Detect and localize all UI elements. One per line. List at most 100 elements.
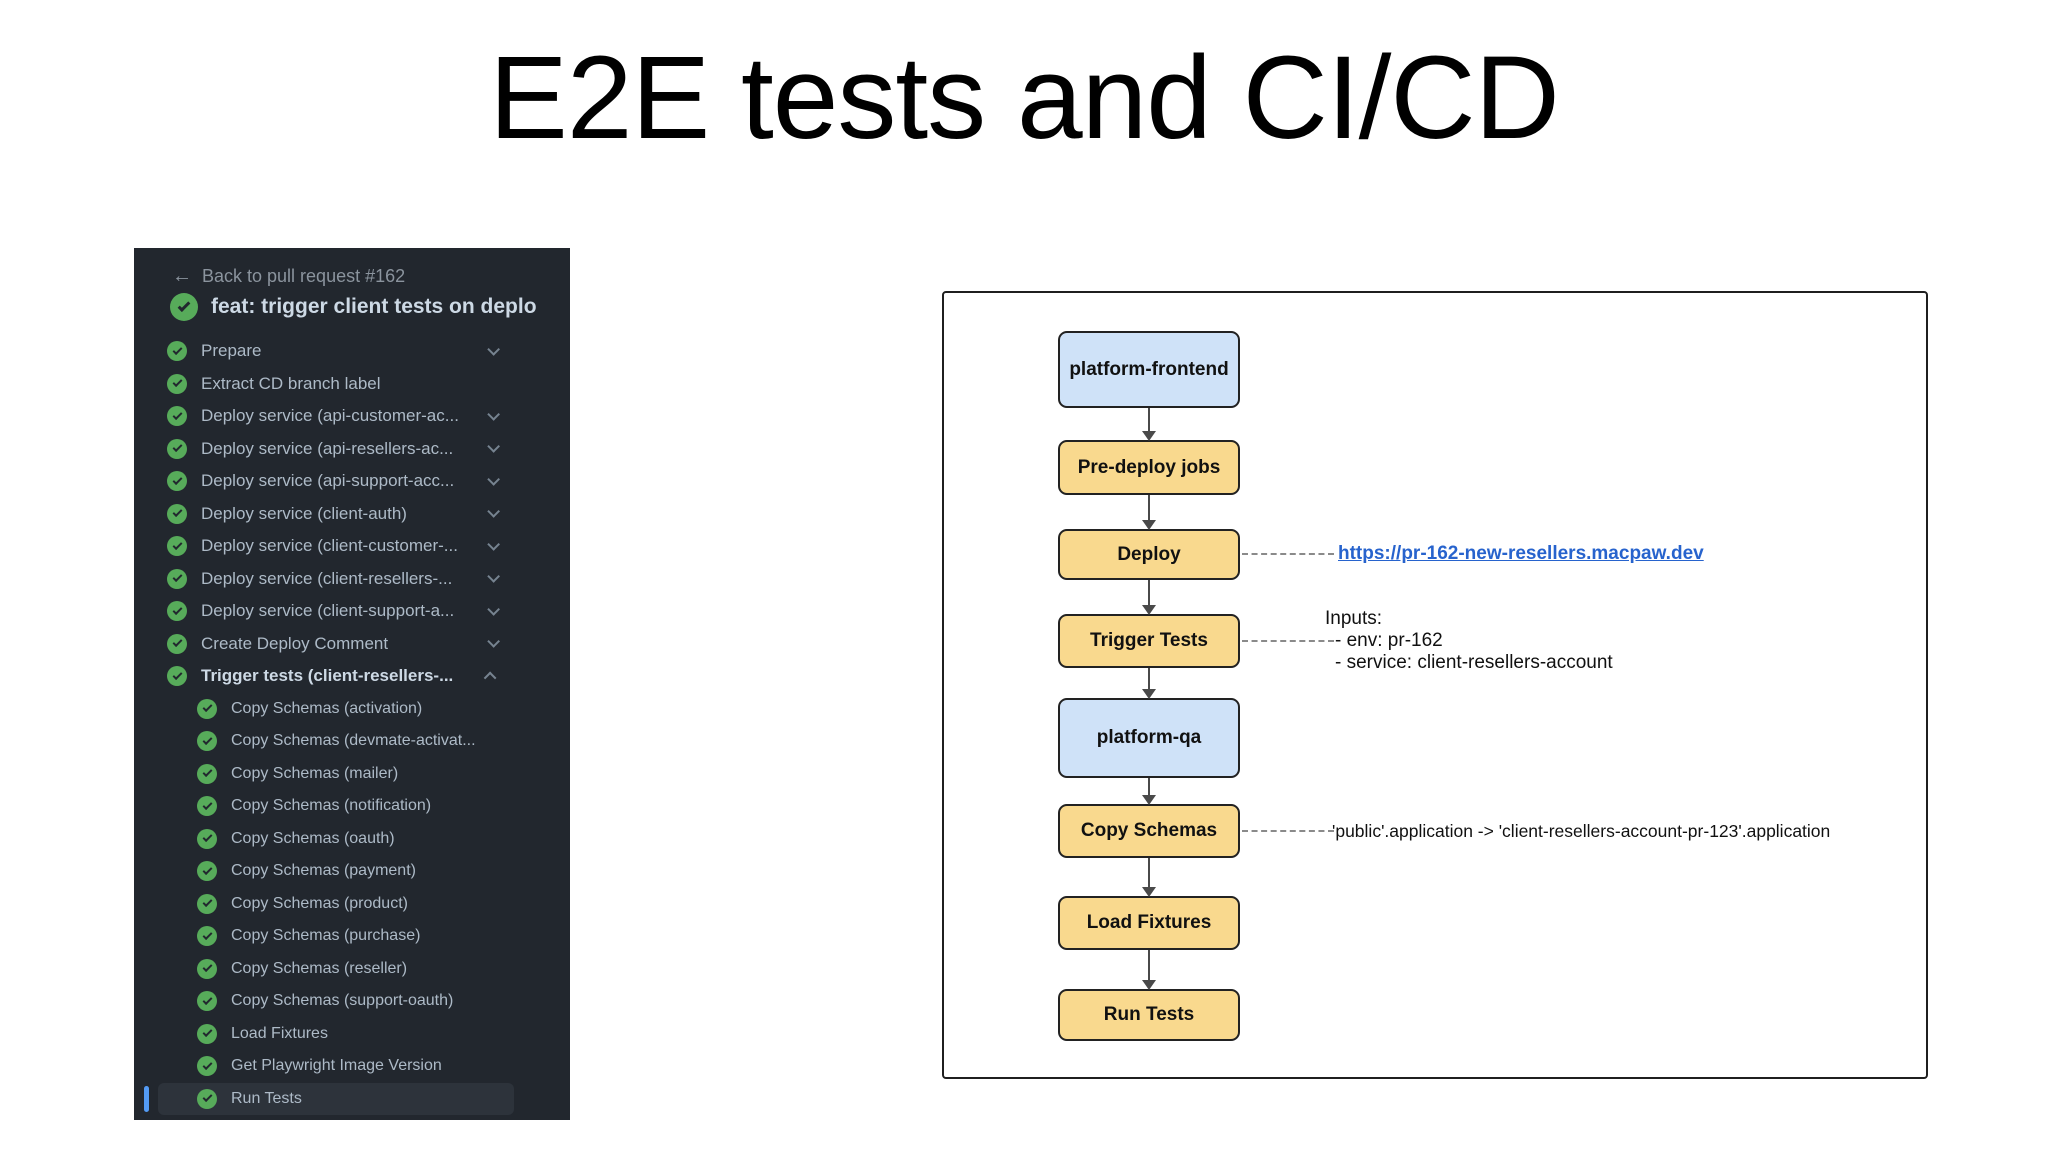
- job-label: Deploy service (client-auth): [201, 503, 407, 523]
- flow-arrowhead-icon: [1142, 887, 1156, 897]
- check-circle-icon: [167, 341, 187, 362]
- check-circle-icon: [197, 893, 217, 914]
- chevron-down-icon[interactable]: [487, 602, 500, 616]
- job-label: Extract CD branch label: [201, 373, 381, 393]
- step-row-run-tests[interactable]: Run Tests: [144, 1082, 514, 1115]
- step-label: Copy Schemas (oauth): [231, 829, 395, 847]
- dashed-connector: [1242, 830, 1334, 832]
- job-label: Deploy service (api-resellers-ac...: [201, 438, 454, 458]
- check-circle-icon: [167, 373, 187, 394]
- job-list: Prepare Extract CD branch label Deploy s…: [134, 335, 570, 1115]
- flow-arrow: [1148, 580, 1150, 605]
- step-label: Copy Schemas (reseller): [231, 959, 408, 977]
- step-row-get-playwright-image-version[interactable]: Get Playwright Image Version: [134, 1050, 570, 1083]
- step-label: Copy Schemas (support-oauth): [231, 992, 454, 1010]
- workflow-title-row: feat: trigger client tests on deplo: [170, 290, 570, 324]
- job-label: Deploy service (client-customer-...: [201, 536, 458, 556]
- step-label: Copy Schemas (purchase): [231, 927, 421, 945]
- job-label: Prepare: [201, 341, 262, 361]
- check-circle-icon: [197, 1023, 217, 1044]
- step-row-copy-schemas-oauth[interactable]: Copy Schemas (oauth): [134, 823, 570, 856]
- job-row-deploy-api-support[interactable]: Deploy service (api-support-acc...: [134, 465, 570, 498]
- check-circle-icon: [197, 698, 217, 719]
- job-row-deploy-api-resellers[interactable]: Deploy service (api-resellers-ac...: [134, 433, 570, 466]
- check-circle-icon: [167, 471, 187, 492]
- job-row-trigger-tests[interactable]: Trigger tests (client-resellers-...: [134, 660, 570, 693]
- job-row-deploy-api-customer[interactable]: Deploy service (api-customer-ac...: [134, 400, 570, 433]
- step-label: Copy Schemas (payment): [231, 862, 416, 880]
- step-label: Load Fixtures: [231, 1024, 328, 1042]
- check-circle-icon: [167, 503, 187, 524]
- check-circle-icon: [167, 601, 187, 622]
- job-row-deploy-client-resellers[interactable]: Deploy service (client-resellers-...: [134, 563, 570, 596]
- chevron-down-icon[interactable]: [487, 472, 500, 486]
- page-title: E2E tests and CI/CD: [489, 32, 1560, 164]
- step-row-load-fixtures[interactable]: Load Fixtures: [134, 1018, 570, 1051]
- job-row-prepare[interactable]: Prepare: [134, 335, 570, 368]
- dashed-connector: [1242, 553, 1334, 555]
- job-row-deploy-client-auth[interactable]: Deploy service (client-auth): [134, 498, 570, 531]
- flow-arrow: [1148, 495, 1150, 520]
- job-row-create-deploy-comment[interactable]: Create Deploy Comment: [134, 628, 570, 661]
- flow-arrow: [1148, 858, 1150, 887]
- job-label: Deploy service (api-customer-ac...: [201, 406, 459, 426]
- check-circle-icon: [167, 536, 187, 557]
- dashed-connector: [1242, 640, 1334, 642]
- scroll-indicator: [144, 1085, 149, 1112]
- flow-arrow: [1148, 778, 1150, 795]
- step-row-copy-schemas-activation[interactable]: Copy Schemas (activation): [134, 693, 570, 726]
- job-row-deploy-client-support[interactable]: Deploy service (client-support-a...: [134, 595, 570, 628]
- job-row-deploy-client-customer[interactable]: Deploy service (client-customer-...: [134, 530, 570, 563]
- back-arrow-icon: ←: [172, 265, 192, 287]
- chevron-down-icon[interactable]: [487, 342, 500, 356]
- chevron-down-icon[interactable]: [487, 440, 500, 453]
- step-label: Copy Schemas (notification): [231, 797, 432, 815]
- inputs-title: Inputs:: [1325, 608, 1383, 629]
- flow-arrowhead-icon: [1142, 605, 1156, 615]
- chevron-down-icon[interactable]: [487, 635, 500, 648]
- flow-arrowhead-icon: [1142, 980, 1156, 990]
- flow-node-load-fixtures: Load Fixtures: [1058, 896, 1240, 950]
- step-row-copy-schemas-support-oauth[interactable]: Copy Schemas (support-oauth): [134, 985, 570, 1018]
- step-label: Copy Schemas (devmate-activat...: [231, 732, 476, 750]
- flow-node-platform-frontend: platform-frontend: [1058, 331, 1240, 408]
- check-circle-icon: [167, 568, 187, 589]
- copy-schemas-note: 'public'.application -> 'client-reseller…: [1332, 821, 1831, 841]
- workflow-sidebar: ← Back to pull request #162 feat: trigge…: [134, 248, 570, 1120]
- step-row-copy-schemas-mailer[interactable]: Copy Schemas (mailer): [134, 758, 570, 791]
- back-to-pull-request-link[interactable]: ← Back to pull request #162: [172, 264, 405, 288]
- flow-node-run-tests: Run Tests: [1058, 989, 1240, 1041]
- check-circle-icon: [197, 731, 217, 752]
- job-row-extract-cd-branch-label[interactable]: Extract CD branch label: [134, 368, 570, 401]
- chevron-down-icon[interactable]: [487, 537, 500, 551]
- flow-arrow: [1148, 668, 1150, 689]
- flow-arrowhead-icon: [1142, 689, 1156, 699]
- chevron-down-icon[interactable]: [487, 505, 500, 518]
- chevron-up-icon[interactable]: [483, 671, 497, 685]
- deploy-url-link[interactable]: https://pr-162-new-resellers.macpaw.dev: [1338, 543, 1704, 564]
- step-label: Copy Schemas (activation): [231, 699, 423, 717]
- step-row-copy-schemas-product[interactable]: Copy Schemas (product): [134, 888, 570, 921]
- flow-node-trigger-tests: Trigger Tests: [1058, 614, 1240, 668]
- step-row-copy-schemas-payment[interactable]: Copy Schemas (payment): [134, 855, 570, 888]
- check-circle-icon: [197, 991, 217, 1012]
- check-circle-icon: [197, 763, 217, 784]
- flow-node-pre-deploy-jobs: Pre-deploy jobs: [1058, 440, 1240, 495]
- step-label: Run Tests: [231, 1089, 302, 1107]
- step-label: Copy Schemas (mailer): [231, 764, 399, 782]
- trigger-tests-inputs-note: Inputs: - env: pr-162 - service: client-…: [1325, 608, 1613, 674]
- step-row-copy-schemas-purchase[interactable]: Copy Schemas (purchase): [134, 920, 570, 953]
- chevron-down-icon[interactable]: [487, 407, 500, 421]
- check-circle-icon: [167, 666, 187, 687]
- check-circle-icon: [197, 958, 217, 979]
- chevron-down-icon[interactable]: [487, 570, 500, 583]
- step-row-copy-schemas-devmate[interactable]: Copy Schemas (devmate-activat...: [134, 725, 570, 758]
- step-label: Copy Schemas (product): [231, 894, 408, 912]
- check-circle-icon: [167, 633, 187, 654]
- step-label: Get Playwright Image Version: [231, 1057, 442, 1075]
- flow-arrowhead-icon: [1142, 520, 1156, 530]
- step-row-copy-schemas-reseller[interactable]: Copy Schemas (reseller): [134, 953, 570, 986]
- step-row-copy-schemas-notification[interactable]: Copy Schemas (notification): [134, 790, 570, 823]
- check-circle-icon: [170, 293, 198, 321]
